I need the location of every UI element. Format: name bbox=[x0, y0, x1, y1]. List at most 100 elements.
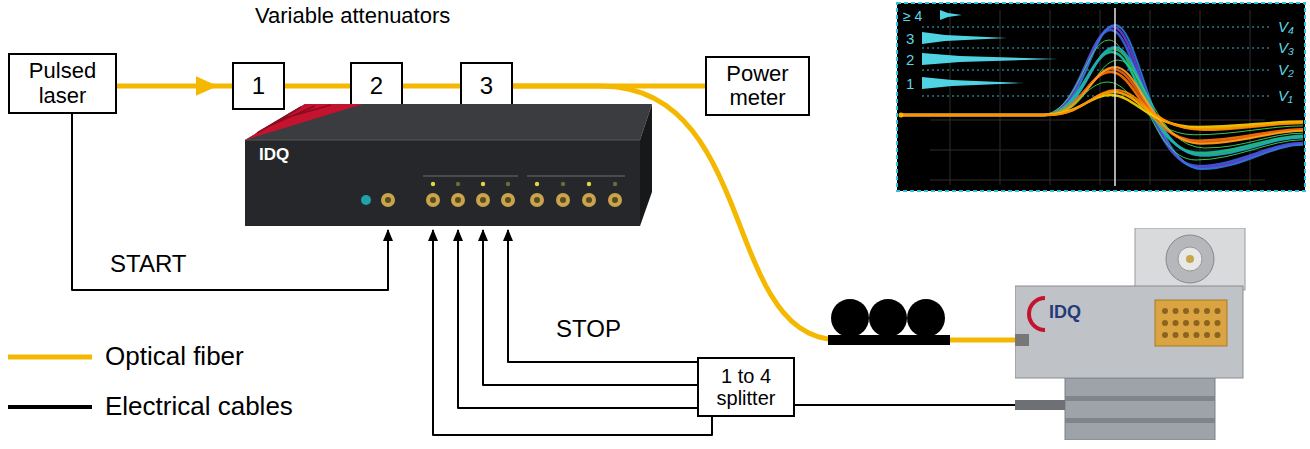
connector-pin bbox=[1204, 308, 1210, 314]
status-led bbox=[535, 182, 539, 186]
device-top bbox=[245, 104, 652, 140]
connector-pin bbox=[1215, 332, 1221, 338]
pulse-trace bbox=[900, 60, 1303, 148]
connector-pin bbox=[1173, 308, 1179, 314]
pulse-trace bbox=[900, 92, 1303, 129]
box-label: Power meter bbox=[712, 62, 803, 110]
status-led bbox=[481, 182, 485, 186]
sma-port bbox=[381, 193, 395, 207]
label-holder: Variable attenuators bbox=[255, 4, 450, 28]
pulse-trace bbox=[900, 69, 1303, 143]
label-holder: V₃ bbox=[1278, 39, 1294, 57]
label-holder: V₁ bbox=[1278, 87, 1293, 105]
legend-holder: Optical fiber bbox=[105, 342, 244, 371]
detector-system: IDQ bbox=[1015, 228, 1250, 440]
electrical-cable bbox=[795, 404, 1015, 406]
connector-pin bbox=[1183, 332, 1189, 338]
panel-rule bbox=[527, 176, 625, 177]
label-holder: ≥ 4 bbox=[903, 7, 922, 25]
connector-pin bbox=[1173, 320, 1179, 326]
fiber-paddle bbox=[831, 299, 869, 337]
electrical-cable bbox=[508, 230, 697, 362]
pulse-trace bbox=[900, 67, 1303, 144]
optical-fiber bbox=[285, 84, 350, 89]
pulse-trace bbox=[900, 95, 1303, 127]
logo-text: IDQ bbox=[259, 146, 289, 165]
detector-body bbox=[1015, 228, 1250, 440]
sampling-marker bbox=[1114, 8, 1116, 186]
attenuator-box: 1 bbox=[232, 62, 285, 110]
connector-pin bbox=[1173, 332, 1179, 338]
sma-port bbox=[426, 193, 440, 207]
panel-rule bbox=[423, 176, 518, 177]
pulse-trace bbox=[900, 27, 1303, 168]
power-meter-box: Power meter bbox=[705, 56, 810, 116]
threshold-level: V₁ bbox=[1278, 87, 1293, 104]
connector-pin bbox=[1162, 332, 1168, 338]
label-holder: 2 bbox=[906, 51, 914, 69]
sma-port bbox=[501, 193, 515, 207]
signal-connector bbox=[1015, 400, 1065, 410]
pulse-trace bbox=[900, 47, 1303, 156]
fiber-paddle bbox=[907, 299, 945, 337]
connector-block bbox=[1155, 300, 1227, 346]
box-label: Pulsed laser bbox=[15, 59, 110, 107]
photon-number: 3 bbox=[906, 30, 914, 47]
accent-hatch bbox=[257, 105, 331, 133]
device-front bbox=[245, 140, 640, 226]
connector-pin bbox=[1194, 308, 1200, 314]
pulse-trace bbox=[900, 82, 1303, 135]
optical-fiber bbox=[117, 84, 232, 89]
device-edge bbox=[245, 140, 640, 141]
device-accent bbox=[245, 104, 363, 140]
pulse-trace bbox=[900, 90, 1303, 130]
splitter-box: 1 to 4 splitter bbox=[697, 357, 795, 417]
fiber-paddle bbox=[869, 299, 907, 337]
cable-sample bbox=[8, 405, 92, 409]
connector-pin bbox=[1183, 320, 1189, 326]
attenuator-box: 2 bbox=[350, 62, 403, 110]
head-window bbox=[1178, 247, 1202, 271]
connector-pin bbox=[1215, 308, 1221, 314]
scope-screen bbox=[897, 3, 1305, 191]
connector-pin bbox=[1194, 320, 1200, 326]
sma-port bbox=[476, 193, 490, 207]
connector-pin bbox=[1204, 320, 1210, 326]
pulse-trace bbox=[900, 49, 1303, 155]
sma-port bbox=[582, 193, 596, 207]
threshold-level: V₄ bbox=[1278, 18, 1294, 35]
connector-pin bbox=[1194, 332, 1200, 338]
signal-name: STOP bbox=[556, 315, 621, 342]
trigger-dot bbox=[899, 113, 904, 118]
cylinder-band bbox=[1065, 396, 1215, 401]
attenuator-box: 3 bbox=[460, 62, 513, 110]
pulse-trace bbox=[900, 72, 1303, 141]
box-label: 1 bbox=[252, 73, 265, 99]
fiber-connector bbox=[1015, 334, 1029, 346]
logo-arc bbox=[1029, 298, 1045, 330]
legend-text: Optical fiber bbox=[105, 341, 244, 371]
status-led bbox=[431, 182, 435, 186]
signal-name: START bbox=[110, 250, 186, 277]
legend-text: Electrical cables bbox=[105, 391, 293, 421]
electrical-cable bbox=[458, 230, 697, 408]
sma-port bbox=[451, 193, 465, 207]
group-title: Variable attenuators bbox=[255, 3, 450, 28]
edge-label-holder: STOP bbox=[556, 316, 621, 342]
photon-number: 2 bbox=[906, 51, 914, 68]
sma-port bbox=[556, 193, 570, 207]
count-histograms bbox=[922, 10, 1058, 89]
connector-pin bbox=[1162, 320, 1168, 326]
detector-housing bbox=[1015, 286, 1243, 378]
pulse-trace bbox=[900, 30, 1303, 166]
photon-number: ≥ 4 bbox=[903, 8, 922, 24]
laser-box: Pulsed laser bbox=[8, 53, 117, 113]
power-led bbox=[361, 195, 371, 205]
box-label: 1 to 4 splitter bbox=[704, 365, 788, 409]
label-holder: V₄ bbox=[1278, 18, 1294, 36]
connector-pin bbox=[1162, 308, 1168, 314]
threshold-level: V₃ bbox=[1278, 39, 1294, 56]
head-port bbox=[1186, 255, 1194, 263]
connector-pin bbox=[1215, 320, 1221, 326]
